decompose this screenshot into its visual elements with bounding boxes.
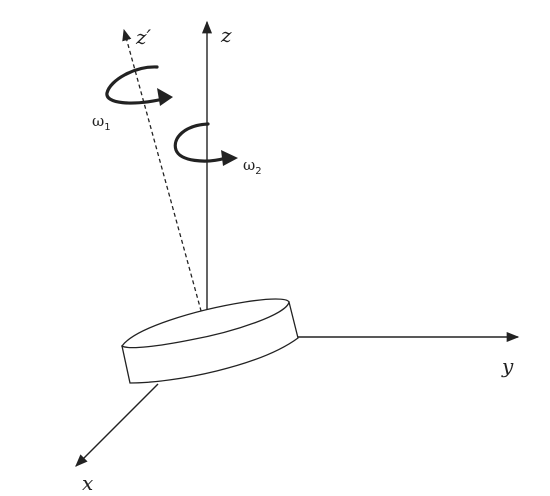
omega1-subscript: 1 [104, 122, 110, 133]
disk-top [121, 298, 290, 349]
x-axis [75, 383, 159, 467]
omega2-rotation-arrow [173, 122, 228, 163]
x-axis-label: x [82, 471, 93, 495]
omega1-arrowhead-icon [157, 88, 173, 106]
z-axis-label: z [220, 23, 232, 47]
y-axis-label: y [501, 354, 514, 378]
omega1-label: ω1 [92, 112, 111, 133]
z-prime-axis [122, 28, 204, 319]
omega1-symbol: ω [92, 112, 104, 130]
omega2-arrowhead-icon [221, 150, 238, 166]
disk [121, 298, 299, 384]
omega2-subscript: 2 [255, 166, 261, 177]
omega1-rotation-arrow [105, 65, 170, 105]
omega2-label: ω2 [243, 156, 262, 177]
z-prime-axis-label: z′ [135, 25, 152, 49]
omega2-symbol: ω [243, 156, 255, 174]
